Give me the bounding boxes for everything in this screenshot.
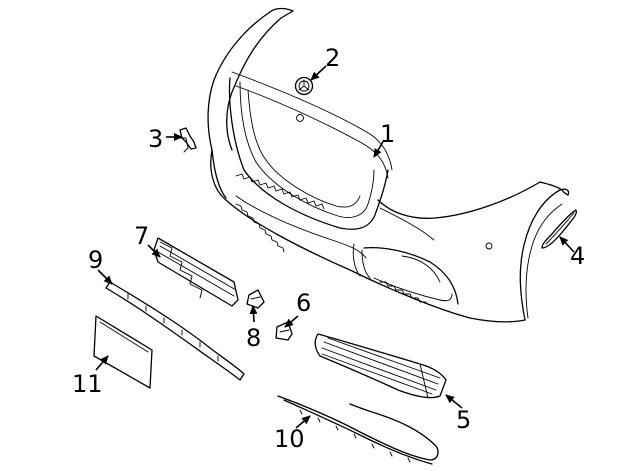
callout-11: 11 [72,370,103,398]
callout-7: 7 [134,222,149,250]
part-trim-strip [105,281,245,381]
callout-5: 5 [456,406,471,434]
part-license-plate-bracket [93,315,153,389]
leader-4 [559,236,575,253]
leader-10 [295,415,311,429]
callout-1: 1 [380,120,395,148]
leader-9 [97,269,113,285]
leader-8 [249,305,258,323]
part-upper-grille [153,237,239,307]
part-lower-grille-right [314,333,447,399]
callout-4: 4 [570,242,585,270]
callout-8: 8 [246,324,261,352]
leader-6 [284,315,299,328]
part-small-bracket [246,289,265,309]
part-bumper-cover [207,7,570,323]
callout-3: 3 [148,125,163,153]
leader-7 [147,244,161,258]
callout-10: 10 [274,425,305,453]
callout-6: 6 [296,289,311,317]
part-bracket [179,127,197,153]
part-side-trim [541,209,578,249]
leader-2 [310,65,327,81]
callout-9: 9 [88,246,103,274]
part-clip [275,321,293,341]
leader-11 [95,355,109,371]
part-lower-trim [277,395,439,465]
leader-5 [445,394,463,409]
leader-1 [373,139,385,158]
callout-2: 2 [325,44,340,72]
part-emblem [294,76,314,96]
